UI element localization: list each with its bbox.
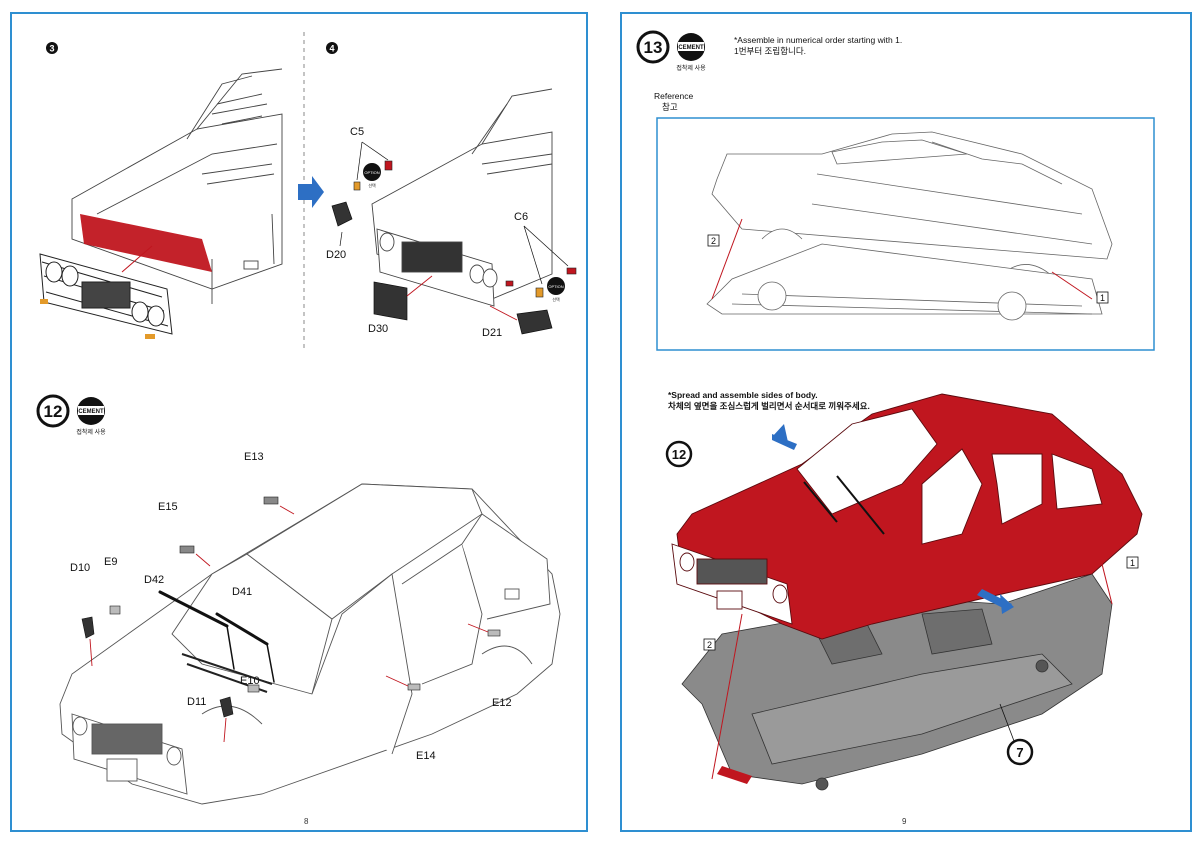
part-e14 xyxy=(385,675,421,691)
part-e15 xyxy=(179,545,211,567)
right-page: 13 CEMENT 접착제 사용 2 xyxy=(620,12,1192,832)
reference-chassis xyxy=(706,243,1103,321)
svg-text:13: 13 xyxy=(644,38,663,57)
spread-en: *Spread and assemble sides of body. xyxy=(668,390,818,400)
label-d21: D21 xyxy=(482,327,502,339)
svg-text:CEMENT: CEMENT xyxy=(78,409,104,415)
spread-ko: 차체의 옆면을 조심스럽게 벌리면서 순서대로 끼워주세요. xyxy=(668,401,870,411)
svg-text:선택: 선택 xyxy=(552,296,560,302)
spread-arrow-right-icon xyxy=(977,589,1014,614)
part-e9 xyxy=(109,605,121,615)
car-front-substep3 xyxy=(71,68,283,304)
svg-text:접착제 사용: 접착제 사용 xyxy=(76,428,106,436)
label-d20: D20 xyxy=(326,249,346,261)
reference-ko: 참고 xyxy=(662,102,678,112)
part-e12 xyxy=(467,623,501,637)
svg-text:12: 12 xyxy=(44,402,63,421)
reference-en: Reference xyxy=(654,91,694,101)
svg-text:4: 4 xyxy=(329,44,334,54)
label-c6: C6 xyxy=(514,211,528,223)
cement-badge-step12: CEMENT 접착제 사용 xyxy=(76,397,106,436)
svg-text:3: 3 xyxy=(49,44,54,54)
page-number: 8 xyxy=(304,817,309,826)
guide-line xyxy=(121,245,153,273)
reference-heading: Reference 참고 xyxy=(654,91,693,113)
step-13-number: 13 xyxy=(636,30,670,64)
substep-b-marker xyxy=(326,42,338,54)
next-arrow-icon xyxy=(298,176,324,208)
label-e12: E12 xyxy=(492,697,512,709)
part-c6 xyxy=(505,225,577,298)
part-d20 xyxy=(331,201,353,247)
part-d21 xyxy=(489,305,553,335)
step-12-number: 12 xyxy=(36,394,70,428)
option-badge-1: OPTION 선택 xyxy=(363,163,381,188)
marker-2: 2 xyxy=(703,638,716,651)
spread-note: *Spread and assemble sides of body. 차체의 … xyxy=(668,390,870,412)
svg-text:1: 1 xyxy=(1130,558,1135,568)
svg-text:12: 12 xyxy=(672,447,686,462)
svg-text:접착제 사용: 접착제 사용 xyxy=(676,64,706,72)
guide-1 xyxy=(1101,563,1113,605)
page-number: 9 xyxy=(902,817,907,826)
guide-2 xyxy=(711,613,743,780)
car-front-substep4 xyxy=(371,88,553,307)
part-d10 xyxy=(81,616,95,667)
car-body-red xyxy=(671,393,1143,640)
wiper-red-car xyxy=(803,475,885,535)
svg-text:OPTION: OPTION xyxy=(548,284,563,289)
part-d11 xyxy=(219,696,234,743)
instruction-en: *Assemble in numerical order starting wi… xyxy=(734,35,903,45)
label-e10: E10 xyxy=(240,675,260,687)
ref-guide-2 xyxy=(711,218,743,300)
spread-arrow-left-icon xyxy=(772,424,797,450)
instruction-ko: 1번부터 조립합니다. xyxy=(734,46,807,56)
label-d30: D30 xyxy=(368,323,388,335)
svg-text:2: 2 xyxy=(707,640,712,650)
svg-text:7: 7 xyxy=(1016,745,1023,760)
svg-text:1: 1 xyxy=(1100,293,1105,303)
label-e9: E9 xyxy=(104,556,117,568)
right-page-illustrations: 13 CEMENT 접착제 사용 2 xyxy=(636,30,1155,791)
label-d10: D10 xyxy=(70,562,90,574)
svg-text:OPTION: OPTION xyxy=(364,170,379,175)
marker-1: 1 xyxy=(1126,556,1139,569)
cement-badge-step13: CEMENT 접착제 사용 xyxy=(676,33,706,72)
cement-band xyxy=(80,214,212,272)
label-d41: D41 xyxy=(232,586,252,598)
part-d30 xyxy=(373,275,433,321)
svg-text:2: 2 xyxy=(711,236,716,246)
label-d42: D42 xyxy=(144,574,164,586)
grille-part-substep3 xyxy=(39,253,173,339)
car-body-step12 xyxy=(59,483,561,805)
label-e13: E13 xyxy=(244,451,264,463)
option-badge-2: OPTION 선택 xyxy=(547,277,565,302)
instruction-block: *Assemble in numerical order starting wi… xyxy=(734,35,902,57)
part-e10 xyxy=(247,684,260,693)
wipers xyxy=(158,590,275,683)
ref-marker-2: 2 xyxy=(707,234,720,247)
label-d11: D11 xyxy=(187,696,206,708)
part-e13 xyxy=(263,496,295,515)
label-c5: C5 xyxy=(350,126,364,138)
label-e14: E14 xyxy=(416,750,436,762)
callout-7: 7 xyxy=(999,703,1034,766)
callout-12: 12 xyxy=(665,440,693,468)
part-c5 xyxy=(353,141,393,191)
ref-guide-1 xyxy=(1051,271,1093,300)
ref-marker-1: 1 xyxy=(1096,291,1109,304)
cement-spot xyxy=(717,766,752,784)
label-e15: E15 xyxy=(158,501,178,513)
substep-a-marker xyxy=(46,42,58,54)
svg-text:CEMENT: CEMENT xyxy=(678,45,704,51)
left-page: 3 4 xyxy=(10,12,588,832)
left-page-illustrations: 3 4 xyxy=(36,32,577,805)
svg-text:선택: 선택 xyxy=(368,182,376,188)
